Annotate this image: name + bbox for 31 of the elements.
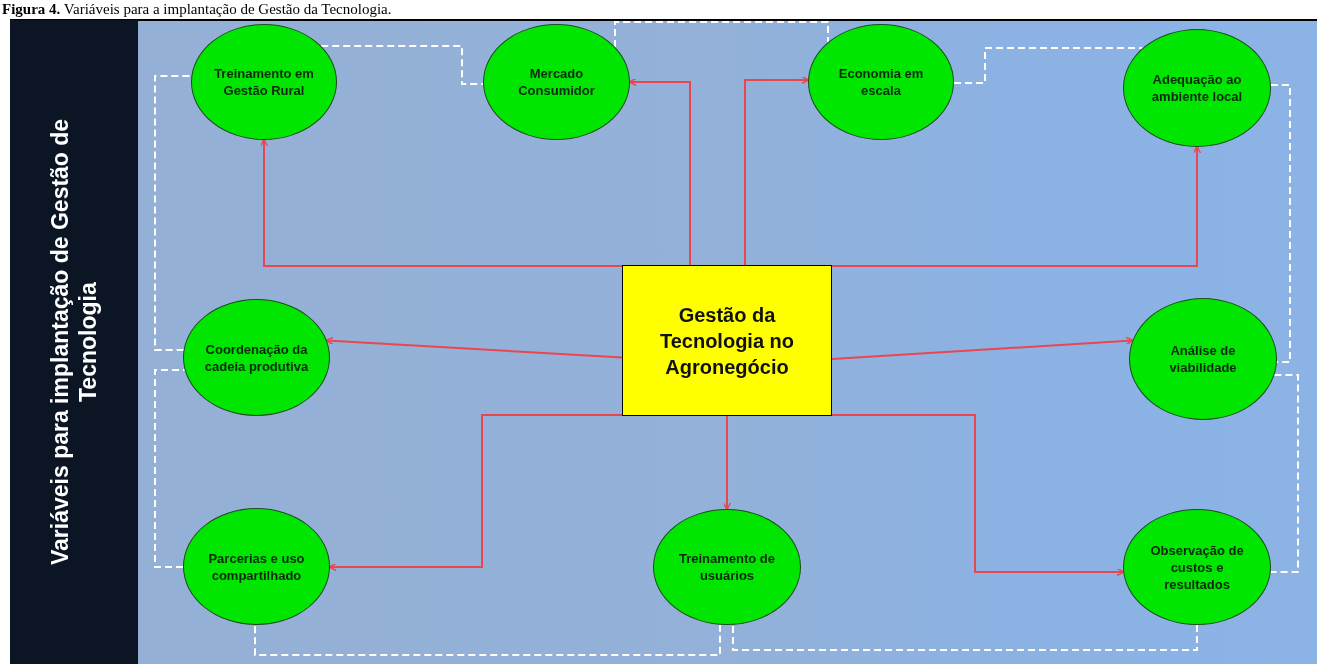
arrow [325, 336, 623, 359]
connector-line [953, 47, 1144, 84]
node-label: Parcerias e uso compartilhado [207, 549, 306, 584]
box-label: Gestão da Tecnologia no Agronegócio [658, 302, 796, 380]
node-label: Economia em escala [837, 65, 925, 99]
arrow [628, 77, 691, 266]
node-label: Mercado Consumidor [517, 65, 596, 99]
node-label: Análise de viabilidade [1168, 342, 1238, 376]
figure-title: Figura 4. Variáveis para a implantação de Gestão da Tecnologia. [2, 0, 392, 19]
node-label: Coordenação da cadeia produtiva [203, 340, 310, 375]
arrow [259, 138, 623, 267]
connector-line [154, 369, 186, 568]
arrow [831, 414, 1125, 577]
connector-line [732, 623, 1198, 651]
arrow [722, 415, 732, 511]
node-label: Treinamento em Gestão Rural [213, 65, 315, 99]
band-title: Variáveis para implantação de Gestão de Tecnologia [46, 117, 102, 568]
arrow [831, 145, 1202, 267]
connector-line [614, 21, 829, 48]
connector-line [254, 623, 721, 656]
connector-line [320, 45, 484, 85]
node-label: Adequação ao ambiente local [1150, 71, 1244, 105]
central-box [622, 265, 832, 416]
title-band [10, 20, 138, 664]
node-label: Observação de custos e resultados [1149, 541, 1245, 593]
connector-line [1269, 374, 1299, 573]
node-label: Treinamento de usuários [677, 550, 777, 584]
arrow [744, 75, 810, 266]
arrow [831, 336, 1134, 360]
connector-line [1269, 84, 1291, 363]
arrow [328, 414, 623, 572]
